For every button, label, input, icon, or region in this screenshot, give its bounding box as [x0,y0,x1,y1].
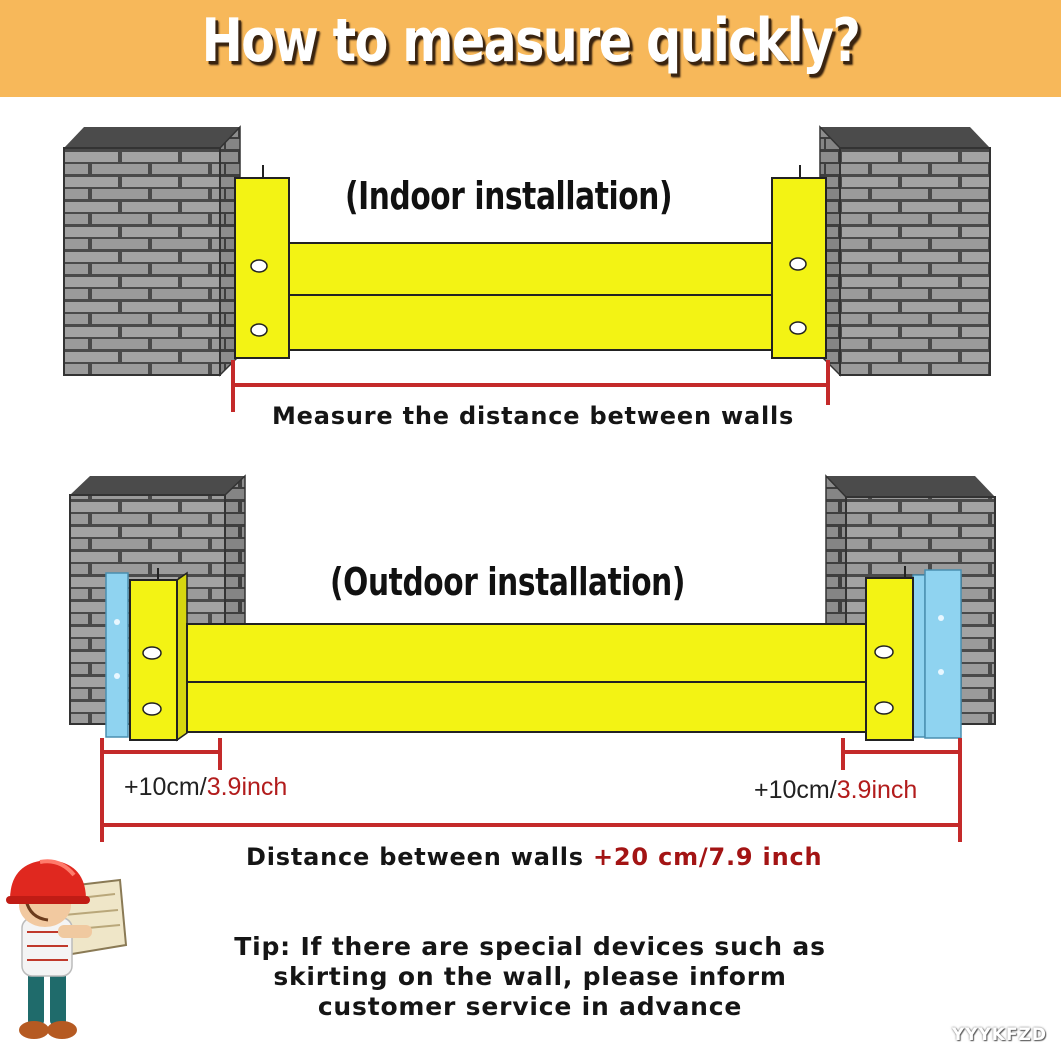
outdoor-title: (Outdoor installation) [330,560,686,604]
indoor-barrier-panels [288,242,773,351]
page-title: How to measure quickly? [201,6,861,76]
indoor-left-post [234,165,290,359]
tip-text: Tip: If there are special devices such a… [200,932,860,1022]
outdoor-measure-lines [100,738,962,842]
left-offset-label: +10cm/3.9inch [124,773,287,802]
outdoor-right-seal [912,569,962,739]
indoor-right-post [771,165,827,359]
left-offset-prefix: +10cm/ [124,773,207,801]
indoor-measure-line [231,360,830,412]
outdoor-barrier-panels [186,623,867,733]
tip-line-2: skirting on the wall, please inform [273,962,787,991]
outdoor-left-seal [105,572,129,738]
right-offset-prefix: +10cm/ [754,776,837,804]
right-offset-label: +10cm/3.9inch [754,776,917,805]
indoor-caption: Measure the distance between walls [272,402,795,430]
outdoor-caption-extra: +20 cm/7.9 inch [593,843,823,871]
watermark: YYYKFZD [951,1025,1047,1045]
indoor-right-wall [819,125,991,377]
tip-line-1: Tip: If there are special devices such a… [234,932,826,961]
right-offset-inch: 3.9inch [836,776,918,804]
left-offset-inch: 3.9inch [206,773,288,801]
outdoor-caption: Distance between walls +20 cm/7.9 inch [246,843,822,871]
outdoor-caption-prefix: Distance between walls [246,843,594,871]
indoor-left-wall [63,125,241,377]
indoor-title: (Indoor installation) [345,174,673,218]
title-banner: How to measure quickly? [0,0,1061,97]
outdoor-right-post [865,566,914,741]
tip-line-3: customer service in advance [317,992,743,1021]
outdoor-left-post [129,568,188,742]
worker-figure-icon [6,859,128,1039]
